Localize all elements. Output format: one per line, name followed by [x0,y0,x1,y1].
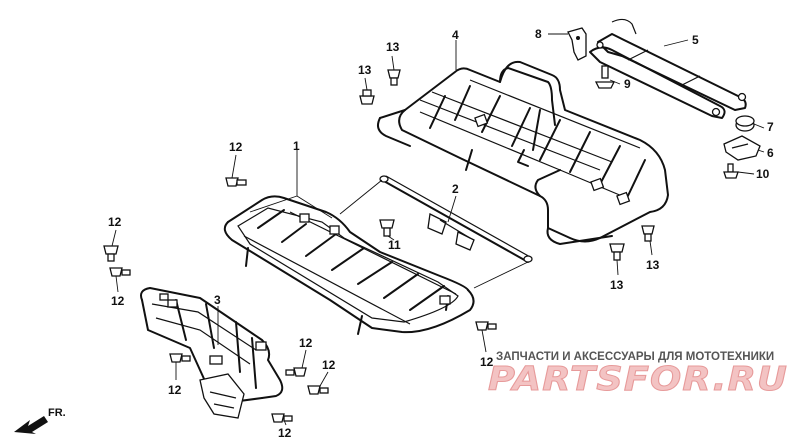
callout-12-d: 12 [168,383,182,397]
bolt-12-a [225,177,247,187]
front-direction-label: FR. [48,407,66,419]
callout-6: 6 [767,146,774,160]
callout-10: 10 [756,167,770,181]
rod-part-2 [379,175,533,263]
callout-12-f: 12 [322,358,336,372]
bolt-12-i [159,293,169,301]
callout-12-a: 12 [229,140,243,154]
fasteners [103,69,655,423]
bolt-part-10 [723,163,739,179]
front-direction-indicator: FR. [14,407,66,434]
bolt-13-mid [609,243,625,261]
callout-13-d: 13 [646,258,660,272]
bolt-part-9 [594,65,616,89]
bolt-11 [379,219,395,237]
leader-lines [111,33,765,426]
callout-4: 4 [452,28,459,42]
bolt-12-b [103,245,119,262]
bolt-13-right [641,225,655,242]
bolt-12-g [271,413,293,423]
callout-11: 11 [388,238,401,252]
callout-5: 5 [692,33,699,47]
callout-13-a: 13 [386,40,400,54]
callout-13-b: 13 [358,63,372,77]
callout-labels: 1 2 3 4 5 6 7 8 9 10 11 12 12 12 12 12 1… [108,27,774,440]
bolt-12-h [475,321,497,331]
bolt-12-e [285,367,307,377]
bolt-13-top [387,69,401,86]
bolt-12-d [169,353,191,363]
callout-1: 1 [293,139,300,153]
bolt-13-left [359,89,375,105]
callout-12-c: 12 [111,294,125,308]
front-guard-part-3 [140,287,284,419]
carrier-brace-part-5 [589,18,747,119]
plate-part-6 [723,135,761,161]
callout-12-b: 12 [108,215,122,229]
front-arrow-icon [14,416,48,434]
callout-8: 8 [535,27,542,41]
callout-13-c: 13 [610,278,624,292]
watermark-logo: PARTSFOR.RU [488,359,788,398]
bracket-part-8 [567,27,587,61]
rear-carrier-part-4 [377,60,669,245]
callout-2: 2 [452,182,459,196]
callout-12-g: 12 [278,426,292,440]
front-carrier-part-1 [223,195,475,335]
callout-7: 7 [767,120,774,134]
bolt-12-f [307,385,329,395]
callout-12-e: 12 [299,336,313,350]
callout-3: 3 [214,293,221,307]
callout-12-h: 12 [480,355,494,369]
bolt-12-c [109,267,131,277]
watermark-caption: ЗАПЧАСТИ И АКСЕССУАРЫ ДЛЯ МОТОТЕХНИКИ [496,351,774,363]
watermark: ЗАПЧАСТИ И АКСЕССУАРЫ ДЛЯ МОТОТЕХНИКИ PA… [488,351,788,399]
callout-9: 9 [624,77,631,91]
collar-part-7 [735,115,755,132]
